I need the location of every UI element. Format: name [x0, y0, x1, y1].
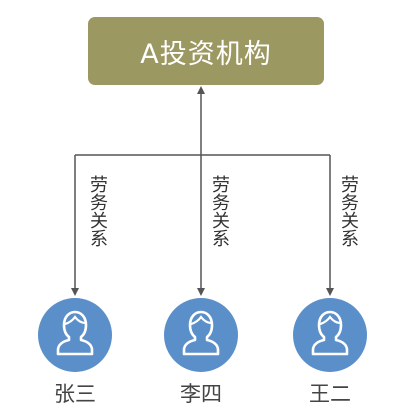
org-name: A投资机构 — [140, 38, 272, 70]
person-node-3 — [293, 298, 367, 372]
person-node-1 — [38, 298, 112, 372]
person-name-1: 张三 — [54, 382, 96, 406]
relation-label-2: 劳务关系 — [209, 175, 230, 247]
person-name-3: 王二 — [309, 382, 351, 406]
org-box: A投资机构 — [88, 17, 324, 85]
user-avatar-icon — [293, 298, 367, 372]
person-node-2 — [164, 298, 238, 372]
user-avatar-icon — [38, 298, 112, 372]
relation-label-3: 劳务关系 — [338, 175, 359, 247]
user-avatar-icon — [164, 298, 238, 372]
relation-label-1: 劳务关系 — [87, 175, 108, 247]
person-name-2: 李四 — [180, 382, 222, 406]
